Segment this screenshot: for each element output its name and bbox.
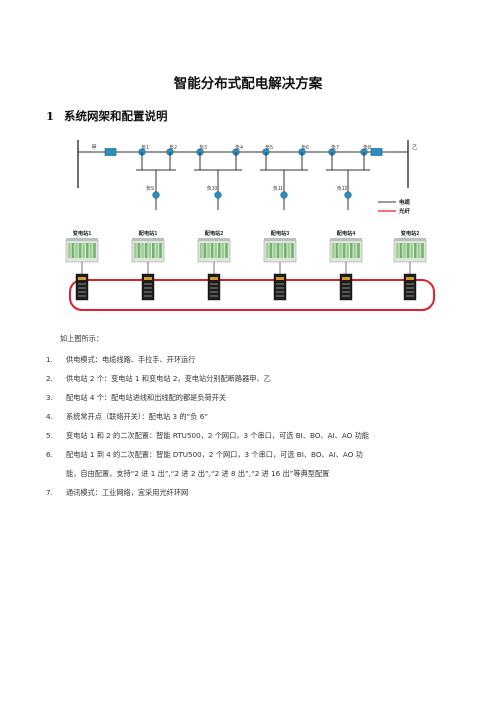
device-port-icon	[210, 287, 218, 289]
device-port-icon	[78, 283, 86, 285]
device-port-icon	[276, 295, 284, 297]
list-item-number: 2.	[46, 374, 53, 383]
section-title: 系统网架和配置说明	[64, 109, 168, 123]
legend-fiber-label: 光纤	[398, 207, 411, 215]
list-item-number: 5.	[46, 431, 53, 440]
device-port-icon	[78, 287, 86, 289]
list-item-text: 配电站 4 个：配电站进线和出线配的都是负荷开关	[66, 393, 227, 402]
device-port-icon	[78, 291, 86, 293]
device-port-icon	[406, 295, 414, 297]
load-switch-icon	[344, 191, 352, 199]
device-port-icon	[406, 291, 414, 293]
load-label-top: 负2	[169, 144, 177, 151]
station-cabinet	[65, 238, 99, 263]
device-port-icon	[210, 291, 218, 293]
device-indicator-icon	[78, 277, 86, 280]
section-heading: 1 系统网架和配置说明	[46, 108, 168, 124]
load-label-bottom: 负12	[337, 185, 348, 192]
list-item-text: 配电站 1 到 4 的二次配置：智能 DTU500，2 个网口，3 个串口，可选…	[66, 450, 363, 459]
source-b-label: 乙	[412, 144, 418, 151]
list-item-text: 变电站 1 和 2 的二次配置：智能 RTU500，2 个网口，3 个串口，可选…	[66, 431, 369, 440]
list-item-number: 3.	[46, 393, 53, 402]
load-label-top: 负6	[301, 144, 309, 151]
list-item: 4. 系统常开点（联络开关）：配电站 3 的“负 6”	[46, 412, 466, 431]
list-item: 7. 通讯模式：工业网络，宜采用光纤环网	[46, 488, 466, 507]
list-item: 2. 供电站 2 个：变电站 1 和变电站 2，变电站分别配断路器甲、乙	[46, 374, 466, 393]
intro-text: 如上图所示：	[60, 334, 104, 343]
list-item-number: 4.	[46, 412, 53, 421]
device-port-icon	[276, 291, 284, 293]
device-port-icon	[210, 295, 218, 297]
device-indicator-icon	[406, 277, 414, 280]
document-title: 智能分布式配电解决方案	[173, 76, 323, 92]
breaker-a-icon	[104, 148, 117, 156]
list-item: 1. 供电模式：电缆线路、手拉手、开环运行	[46, 355, 466, 374]
load-switch-icon	[280, 191, 288, 199]
section-number: 1	[46, 109, 55, 123]
load-label-top: 负7	[331, 144, 339, 151]
list-item-text: 供电模式：电缆线路、手拉手、开环运行	[66, 355, 196, 364]
load-label-top: 负3	[199, 144, 207, 151]
station-label: 变电站2	[401, 229, 420, 237]
station-label: 配电站2	[205, 229, 224, 237]
list-item-text: 系统常开点（联络开关）：配电站 3 的“负 6”	[66, 412, 209, 421]
list-item: 能，自由配置，支持“2 进 1 出”,“2 进 2 出”,“2 进 8 出”,“…	[46, 469, 466, 488]
device-port-icon	[342, 295, 350, 297]
load-label-bottom: 负10	[207, 185, 218, 192]
list-item-text: 供电站 2 个：变电站 1 和变电站 2，变电站分别配断路器甲、乙	[66, 374, 271, 383]
list-item: 6. 配电站 1 到 4 的二次配置：智能 DTU500，2 个网口，3 个串口，…	[46, 450, 466, 469]
station-cabinet	[263, 238, 297, 263]
load-label-bottom: 负9	[146, 185, 154, 192]
station-cabinet	[329, 238, 363, 263]
device-port-icon	[342, 283, 350, 285]
device-port-icon	[406, 287, 414, 289]
list-item: 3. 配电站 4 个：配电站进线和出线配的都是负荷开关	[46, 393, 466, 412]
device-indicator-icon	[144, 277, 152, 280]
device-port-icon	[342, 287, 350, 289]
device-port-icon	[144, 287, 152, 289]
config-list: 1. 供电模式：电缆线路、手拉手、开环运行 2. 供电站 2 个：变电站 1 和变电站…	[46, 355, 466, 507]
device-port-icon	[144, 283, 152, 285]
load-switch-icon	[152, 191, 160, 199]
station-cabinet	[393, 238, 427, 263]
list-item-number: 6.	[46, 450, 53, 459]
device-port-icon	[210, 283, 218, 285]
station-label: 配电站4	[337, 229, 356, 237]
device-port-icon	[406, 283, 414, 285]
device-port-icon	[144, 295, 152, 297]
device-port-icon	[276, 283, 284, 285]
load-label-bottom: 负11	[273, 185, 283, 192]
device-port-icon	[276, 287, 284, 289]
load-label-top: 负8	[363, 144, 371, 151]
station-cabinet	[197, 238, 231, 263]
station-label: 配电站1	[139, 229, 158, 237]
load-label-top: 负1	[141, 144, 149, 151]
list-item-text: 通讯模式：工业网络，宜采用光纤环网	[66, 488, 189, 497]
source-a-label: 甲	[91, 144, 97, 151]
fiber-ring	[69, 279, 435, 311]
load-label-top: 负4	[235, 144, 243, 151]
station-label: 配电站3	[271, 229, 290, 237]
device-port-icon	[78, 295, 86, 297]
list-item-text: 能，自由配置，支持“2 进 1 出”,“2 进 2 出”,“2 进 8 出”,“…	[66, 469, 330, 478]
breaker-b-icon	[370, 148, 383, 156]
load-switch-icon	[214, 191, 222, 199]
station-label: 变电站1	[73, 229, 92, 237]
station-cabinet	[131, 238, 165, 263]
list-item-number: 7.	[46, 488, 53, 497]
device-port-icon	[144, 291, 152, 293]
device-indicator-icon	[342, 277, 350, 280]
device-indicator-icon	[210, 277, 218, 280]
device-indicator-icon	[276, 277, 284, 280]
device-port-icon	[342, 291, 350, 293]
list-item-number: 1.	[46, 355, 53, 364]
load-label-top: 负5	[265, 144, 273, 151]
legend-cable-label: 电缆	[399, 198, 411, 206]
list-item: 5. 变电站 1 和 2 的二次配置：智能 RTU500，2 个网口，3 个串口，…	[46, 431, 466, 450]
